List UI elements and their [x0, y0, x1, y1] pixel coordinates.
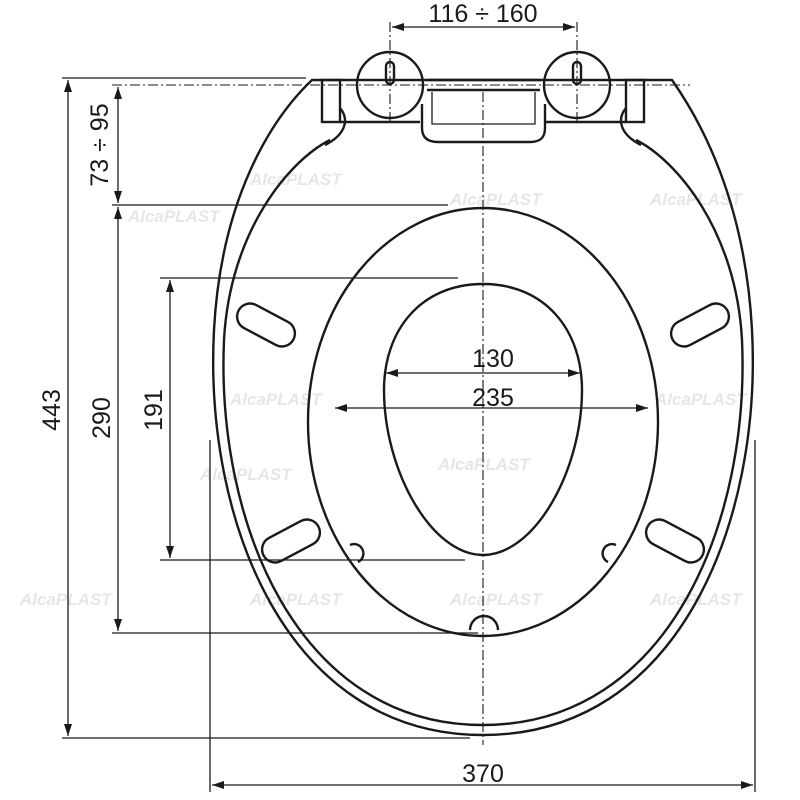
label-total-length: 443 — [38, 389, 66, 431]
bumper-bottom-left — [260, 518, 322, 564]
bumper-bottom-right — [644, 518, 706, 564]
lid-outer-edge — [212, 78, 754, 737]
label-total-width: 370 — [462, 760, 504, 788]
label-inner-length: 191 — [140, 389, 168, 431]
label-ring-width: 235 — [472, 384, 514, 412]
extension-lines — [62, 22, 756, 792]
watermark: AlcaPLAST — [449, 190, 543, 209]
watermark: AlcaPLAST — [437, 455, 531, 474]
watermark: AlcaPLAST — [449, 590, 543, 609]
watermark: AlcaPLAST — [249, 170, 343, 189]
watermark: AlcaPLAST — [19, 590, 113, 609]
left-hinge-hook — [324, 107, 347, 147]
right-hinge-hook — [619, 107, 642, 147]
label-inner-width: 130 — [472, 345, 514, 373]
label-hinge-depth: 73 ÷ 95 — [86, 103, 114, 186]
watermark: AlcaPLAST — [127, 207, 221, 226]
ring-bumper-right — [601, 542, 617, 564]
hinge-axis-lines — [389, 22, 578, 125]
bumper-top-right — [669, 302, 731, 348]
right-hinge-block — [624, 78, 646, 124]
label-hinge-spacing: 116 ÷ 160 — [428, 0, 537, 28]
front-bumper — [468, 614, 500, 631]
watermark: AlcaPLAST — [199, 465, 293, 484]
dimension-labels: 116 ÷ 160 73 ÷ 95 443 290 191 130 235 37… — [38, 0, 538, 788]
ring-bumper-left — [349, 542, 365, 564]
left-hinge-block — [320, 78, 342, 124]
hinge-rod — [427, 78, 540, 92]
watermark: AlcaPLAST — [229, 390, 323, 409]
watermark: AlcaPLAST — [654, 390, 748, 409]
watermark: AlcaPLAST — [249, 590, 343, 609]
label-seat-length: 290 — [88, 397, 116, 439]
bumper-top-left — [235, 302, 297, 348]
hinge-bracket — [420, 104, 547, 144]
dimension-lines — [64, 23, 753, 789]
ext-width — [209, 440, 756, 792]
